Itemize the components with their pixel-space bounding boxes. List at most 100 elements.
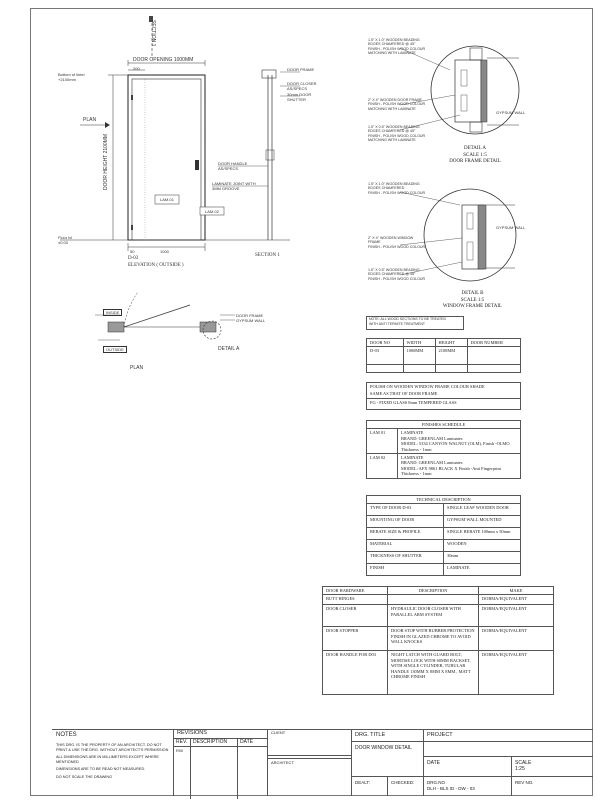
callout-door-frame: DOOR FRAME bbox=[287, 67, 315, 72]
hardware-h1: DOOR HARDWARE bbox=[322, 585, 388, 596]
callout-shutter-1: 30mm DOOR bbox=[287, 92, 312, 97]
door-code: D-03 bbox=[128, 256, 139, 261]
detail-b-note-3: 1.5" X 0.5" WOODEN BEADING EDGES CHAMFER… bbox=[368, 268, 426, 281]
polish-line-3: FG - FIXED GLASS 8mm TEMPERED GLASS bbox=[366, 397, 521, 410]
detail-a-note-3: 1.5" X 0.5" WOODEN BEADING EDGES CHAMFER… bbox=[368, 125, 426, 143]
detail-b-note-1: 1.5" X 1.0" WOODEN BEADING EDGES CHAMFER… bbox=[368, 182, 426, 195]
hardware-item: BUTT HINGES bbox=[322, 594, 388, 606]
callout-closer-2: AS/SPECS bbox=[287, 86, 308, 91]
door-table-c2: 1000MM bbox=[402, 346, 436, 366]
detail-a-caption: DETAIL A SCALE 1:5 DOOR FRAME DETAIL bbox=[449, 146, 501, 164]
note-3: DIMENSIONS ARE TO BE READ NOT MEASURED. bbox=[56, 767, 146, 772]
finish-desc-2: LAMINATE BRAND: GREENLAM Laminates MODEL… bbox=[397, 453, 521, 479]
drawing-info-panel: DRG. TITLE PROJECT DOOR WINDOW DETAIL DA… bbox=[352, 729, 593, 796]
project-label: PROJECT bbox=[424, 729, 593, 742]
elevation-title: ELEVATION ( OUTSIDE ) bbox=[128, 263, 184, 268]
tech-row-label: TYPE OF DOOR D-03 bbox=[366, 503, 444, 517]
dim-50: 50 bbox=[130, 249, 135, 254]
rev-h-rev: REV. bbox=[174, 739, 191, 746]
tech-row-label: MOUNTING OF DOOR bbox=[366, 515, 444, 529]
rev-row: R00 bbox=[174, 747, 267, 799]
callout-shutter-2: SHUTTER bbox=[287, 97, 306, 102]
callout-closer-1: DOOR CLOSER bbox=[287, 81, 317, 86]
hardware-desc: NIGHT LATCH WITH GUARD BOLT, MORTISE LOC… bbox=[387, 650, 479, 696]
rev-c-date bbox=[238, 747, 240, 799]
polish-line-2: SAME AS THAT OF DOOR FRAME bbox=[366, 390, 521, 399]
hardware-item: DOOR STOPPER bbox=[322, 626, 388, 652]
hardware-desc: HYDRAULIC DOOR CLOSER WITH PARALLEL ARM … bbox=[387, 604, 479, 628]
hardware-item: DOOR CLOSER bbox=[322, 604, 388, 628]
technical-title: TECHNICAL DESCRIPTION bbox=[366, 494, 521, 505]
tech-row-label: REBATE SIZE & PROFILE bbox=[366, 527, 444, 541]
dealt-label: DEALT: bbox=[352, 776, 388, 796]
detail-a-note-1: 1.5" X 1.0" WOODEN BEADING EDGES CHAMFER… bbox=[368, 38, 426, 56]
door-table: DOOR NO WIDTH HEIGHT DOOR NUMBER D-03 10… bbox=[366, 337, 522, 374]
hardware-desc: DOOR STOP WITH RUBBER PROTECTION FINISH … bbox=[387, 626, 479, 652]
tech-row-label: THICKNESS OF SHUTTER bbox=[366, 551, 444, 565]
plan-title: PLAN bbox=[130, 365, 144, 371]
lam02-tag: LAM-02 bbox=[205, 209, 220, 214]
plan-detail-a: DETAIL A bbox=[218, 346, 240, 352]
rev-no-label: REV NO. bbox=[512, 776, 593, 796]
finish-code-2: LAM 02 bbox=[366, 453, 398, 479]
door-table-h1: DOOR NO bbox=[366, 337, 404, 348]
tech-row-value: LAMINATE bbox=[443, 563, 521, 577]
tech-row-value: WOODEN bbox=[443, 539, 521, 553]
hardware-item: DOOR HANDLE FOR D03 bbox=[322, 650, 388, 696]
finishes-schedule: FINISHES SCHEDULE LAM 01 LAMINATE BRAND:… bbox=[366, 419, 521, 479]
detail-a-note-2: 2" X 4" WOODEN DOOR FRAME FINISH - POLIS… bbox=[368, 98, 426, 111]
notes-panel: NOTES THIS DRG. IS THE PROPERTY OF AN AR… bbox=[52, 729, 174, 796]
drg-no-label: DRG.NO bbox=[427, 780, 445, 785]
tech-row-value: SINGLE LEAF WOODEN DOOR bbox=[443, 503, 521, 517]
rev-h-desc: DESCRIPTION bbox=[191, 739, 238, 746]
tech-row-value: SINGLE REBATE 100mm x 50mm bbox=[443, 527, 521, 541]
finish-desc-1: LAMINATE BRAND: GREENLAM Laminates MODEL… bbox=[397, 428, 521, 455]
door-table-c3: 2100MM bbox=[434, 346, 468, 366]
door-table-h2: WIDTH bbox=[402, 337, 436, 348]
polish-box: POLISH ON WOODEN WINDOW FRAME COLOUR SHA… bbox=[366, 382, 521, 410]
drg-title-value: DOOR WINDOW DETAIL bbox=[352, 742, 424, 776]
section-1-title: SECTION 1 bbox=[255, 253, 280, 258]
detail-b-gypsum: GYPSUM WALL bbox=[496, 225, 526, 230]
checked-label: CHECKED: bbox=[388, 776, 424, 796]
date-label: DATE bbox=[424, 756, 512, 776]
floor-lvl-2: ±0.00 bbox=[58, 240, 68, 245]
sheet-border bbox=[30, 8, 593, 796]
detail-b-caption: DETAIL B SCALE 1:5 WINDOW FRAME DETAIL bbox=[442, 291, 503, 309]
note-4: DO NOT SCALE THE DRAWING bbox=[56, 774, 113, 779]
hardware-make: DORMA/EQUIVALENT bbox=[478, 626, 554, 652]
revisions-title: REVISIONS bbox=[174, 729, 267, 739]
finish-code-1: LAM 01 bbox=[366, 428, 398, 455]
plan-outside: OUTSIDE bbox=[103, 346, 127, 353]
bottom-lintel-1: Bottom of lintel bbox=[58, 72, 85, 77]
callout-laminate-2: 3MM GROOVE bbox=[212, 186, 240, 191]
detail-b-note-2: 2" X 4" WOODEN WINDOW FRAME FINISH - POL… bbox=[368, 236, 426, 249]
rev-header-row: REV. DESCRIPTION DATE bbox=[174, 739, 267, 747]
bottom-lintel-2: +2100mm bbox=[58, 77, 76, 82]
dim-200: 200 bbox=[133, 66, 140, 71]
finishes-title: FINISHES SCHEDULE bbox=[366, 419, 521, 430]
drg-title-label: DRG. TITLE bbox=[352, 729, 424, 742]
title-block bbox=[52, 729, 593, 797]
plan-door-frame: DOOR FRAME bbox=[236, 313, 264, 318]
door-table-h3: HEIGHT bbox=[434, 337, 468, 348]
hardware-make: DORMA/EQUIVALENT bbox=[478, 594, 554, 606]
callout-handle-2: AS/SPECS bbox=[218, 166, 239, 171]
callout-laminate-1: LAMINATE JOINT WITH bbox=[212, 181, 256, 186]
hardware-make: DORMA/EQUIVALENT bbox=[478, 604, 554, 628]
plan-arrow-label: PLAN bbox=[83, 117, 97, 123]
note-1: THIS DRG. IS THE PROPERTY OF AN ARCHITEC… bbox=[56, 743, 169, 752]
callout-handle-1: DOOR HANDLE bbox=[218, 161, 248, 166]
notes-title: NOTES bbox=[56, 732, 77, 738]
tech-row-value: GYPSUM WALL MOUNTED bbox=[443, 515, 521, 529]
hardware-table: DOOR HARDWARE DESCRIPTION MAKE BUTT HING… bbox=[322, 585, 554, 696]
anti-termite-note: NOTE: ALL WOOD SECTIONS TO BE TREATED WI… bbox=[366, 316, 464, 330]
architect-label: ARCHITECT bbox=[271, 760, 294, 765]
rev-c-desc bbox=[191, 747, 238, 799]
detail-a-gypsum: GYPSUM WALL bbox=[496, 110, 526, 115]
tech-row-label: MATERIAL bbox=[366, 539, 444, 553]
rev-h-date: DATE bbox=[240, 739, 253, 745]
client-label: CLIENT bbox=[268, 729, 351, 756]
plan-inside: INSIDE bbox=[103, 309, 123, 316]
